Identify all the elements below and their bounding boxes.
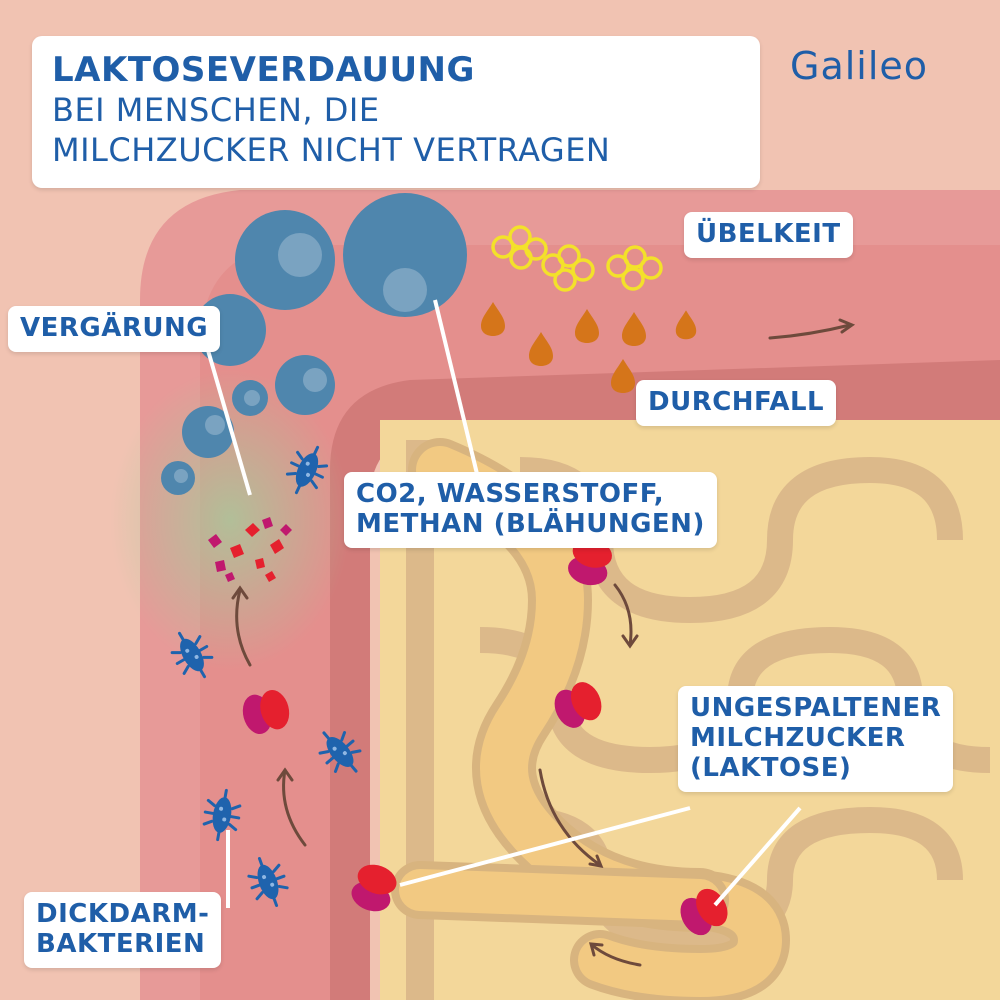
fermentation-cloud	[110, 370, 350, 670]
label-lactose-line3: (LAKTOSE)	[690, 754, 941, 784]
label-lactose: UNGESPALTENER MILCHZUCKER (LAKTOSE)	[678, 686, 953, 792]
label-bacteria: DICKDARM- BAKTERIEN	[24, 892, 221, 968]
label-lactose-line1: UNGESPALTENER	[690, 694, 941, 724]
label-diarrhea-text: DURCHFALL	[648, 387, 824, 417]
label-gases-line2: METHAN (BLÄHUNGEN)	[356, 510, 705, 540]
label-gases: CO2, WASSERSTOFF, METHAN (BLÄHUNGEN)	[344, 472, 717, 548]
label-lactose-line2: MILCHZUCKER	[690, 724, 941, 754]
label-nausea-text: ÜBELKEIT	[696, 219, 841, 249]
label-nausea: ÜBELKEIT	[684, 212, 853, 258]
title-heading: LAKTOSEVERDAUUNG	[52, 50, 740, 90]
title-subheading-line1: BEI MENSCHEN, DIE	[52, 90, 740, 130]
brand-logo: Galileo	[790, 44, 928, 88]
label-diarrhea: DURCHFALL	[636, 380, 836, 426]
label-bacteria-line2: BAKTERIEN	[36, 930, 209, 960]
label-bacteria-line1: DICKDARM-	[36, 900, 209, 930]
label-gases-line1: CO2, WASSERSTOFF,	[356, 480, 705, 510]
title-box: LAKTOSEVERDAUUNG BEI MENSCHEN, DIE MILCH…	[32, 36, 760, 188]
label-fermentation-text: VERGÄRUNG	[20, 313, 208, 343]
title-subheading-line2: MILCHZUCKER NICHT VERTRAGEN	[52, 130, 740, 170]
label-fermentation: VERGÄRUNG	[8, 306, 220, 352]
